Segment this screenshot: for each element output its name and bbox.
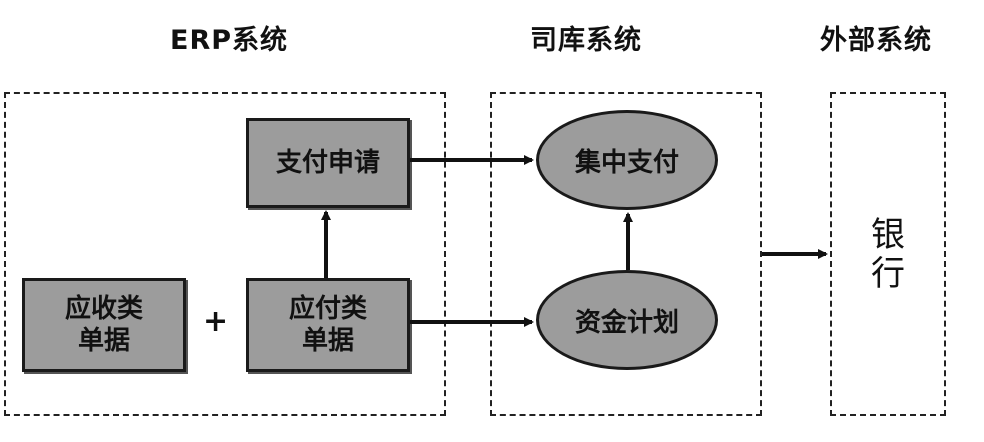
- fund-plan-node: 资金计划: [536, 270, 718, 370]
- receivable-label-line1: 应收类: [64, 293, 143, 324]
- erp-system-title: ERP系统: [170, 25, 289, 56]
- erp-system-box: [4, 92, 446, 416]
- treasury-system-title: 司库系统: [530, 25, 642, 56]
- plus-sign: +: [203, 304, 229, 339]
- payment-request-node: 支付申请: [246, 118, 410, 208]
- payable-label-line1: 应付类: [288, 293, 367, 324]
- fund-plan-label: 资金计划: [574, 307, 679, 338]
- receivable-label-line2: 单据: [77, 326, 130, 356]
- payable-label-line2: 单据: [301, 326, 354, 356]
- bank-label-line2: 行: [871, 254, 905, 295]
- bank-label-line1: 银: [871, 215, 905, 255]
- payment-request-label: 支付申请: [275, 147, 380, 178]
- external-system-box: [830, 92, 946, 416]
- bank-node: 银 行: [868, 215, 908, 295]
- receivable-documents-node: 应收类 单据: [22, 278, 186, 372]
- centralized-payment-node: 集中支付: [536, 110, 718, 210]
- treasury-system-box: [490, 92, 762, 416]
- payable-documents-node: 应付类 单据: [246, 278, 410, 372]
- centralized-payment-label: 集中支付: [574, 147, 679, 178]
- external-system-title: 外部系统: [820, 25, 932, 56]
